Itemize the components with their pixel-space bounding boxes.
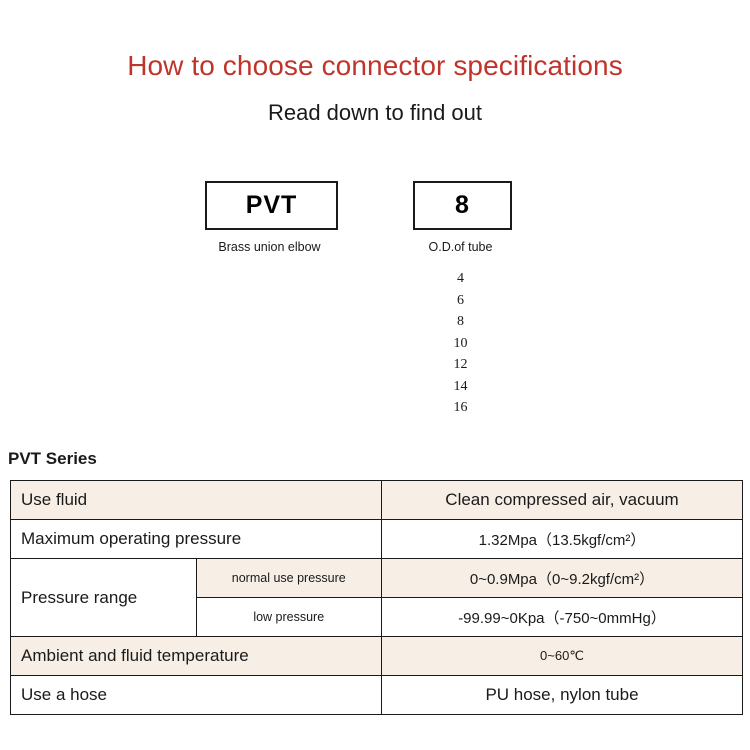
size-code-caption: O.D.of tube [428,240,493,254]
spec-value: 1.32Mpa（13.5kgf/cm²） [381,519,743,559]
spec-value: 0~0.9Mpa（0~9.2kgf/cm²） [381,558,743,598]
spec-label: Pressure range [10,558,197,637]
spec-sub-label: low pressure [195,597,382,637]
spec-value: Clean compressed air, vacuum [381,480,743,520]
spec-value: 0~60℃ [381,636,743,676]
list-item: 16 [453,400,468,415]
series-code-box: PVT [205,181,338,230]
specification-table: Use fluid Clean compressed air, vacuum M… [10,480,743,715]
spec-label: Maximum operating pressure [10,519,382,559]
table-row: Ambient and fluid temperature 0~60℃ [10,636,743,676]
size-option-list: 4 6 8 10 12 14 16 [413,268,508,419]
spec-value: PU hose, nylon tube [381,675,743,715]
table-row: Use a hose PU hose, nylon tube [10,675,743,715]
list-item: 10 [453,335,468,351]
list-item: 14 [453,378,468,394]
table-row: Maximum operating pressure 1.32Mpa（13.5k… [10,519,743,559]
list-item: 4 [457,271,464,286]
table-row: Pressure range normal use pressure 0~0.9… [10,558,743,637]
list-item: 6 [457,292,464,308]
table-row: low pressure -99.99~0Kpa（-750~0mmHg） [11,597,743,637]
list-item: 12 [453,357,468,372]
list-item: 8 [457,314,464,329]
page-subtitle: Read down to find out [267,100,483,125]
table-row: Use fluid Clean compressed air, vacuum [10,480,743,520]
spec-value: -99.99~0Kpa（-750~0mmHg） [381,597,743,637]
series-code-caption: Brass union elbow [218,240,321,254]
spec-sub-label: normal use pressure [195,558,382,598]
size-code-box: 8 [413,181,512,230]
spec-label: Use fluid [10,480,382,520]
spec-label: Ambient and fluid temperature [10,636,382,676]
series-section-label: PVT Series [8,449,97,468]
spec-label: Use a hose [10,675,382,715]
page-title: How to choose connector specifications [127,50,623,81]
